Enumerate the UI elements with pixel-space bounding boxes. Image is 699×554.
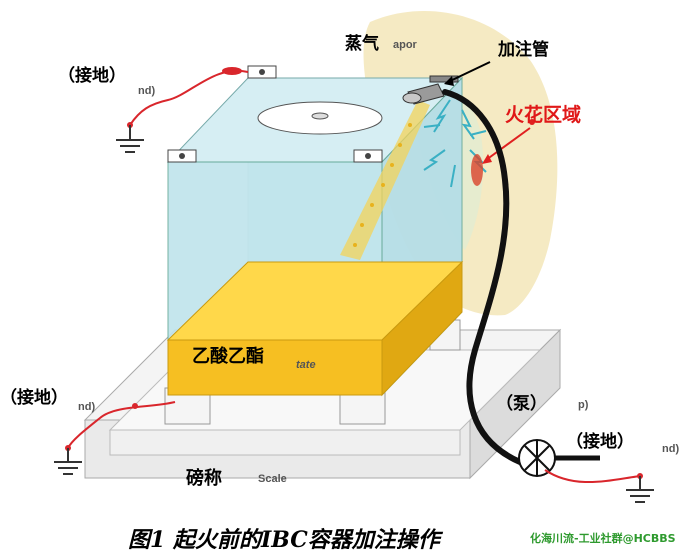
watermark: 化海川流-工业社群@HCBBS bbox=[530, 532, 676, 545]
liquid-side bbox=[381, 260, 463, 397]
label-scale: 磅称 bbox=[186, 468, 222, 489]
lug-hole bbox=[365, 153, 371, 159]
label-ground-top-left: （接地） bbox=[58, 66, 126, 86]
tank-cap bbox=[311, 112, 329, 120]
label-ground-right: （接地） bbox=[566, 432, 634, 452]
label-ground-left-ghost: nd) bbox=[78, 401, 96, 413]
ground-wire-left bbox=[67, 401, 176, 449]
lug-hole bbox=[179, 153, 185, 159]
label-spark-zone: 火花区域 bbox=[505, 104, 582, 126]
ground-symbol-icon bbox=[54, 448, 82, 475]
spark-arrow-dot bbox=[529, 119, 535, 125]
label-ground-left: （接地） bbox=[0, 388, 68, 408]
label-steam: 蒸气 bbox=[345, 34, 379, 54]
arrow-head-red bbox=[482, 154, 492, 164]
label-fill-pipe: 加注管 bbox=[498, 40, 549, 60]
ground-symbol-icon bbox=[116, 125, 144, 153]
arrow-head bbox=[444, 76, 454, 86]
pump-icon bbox=[518, 439, 556, 477]
label-ground-right-ghost: nd) bbox=[662, 443, 680, 455]
lug-hole bbox=[259, 69, 265, 75]
label-scale-ghost: Scale bbox=[258, 473, 287, 485]
ground-wire-right bbox=[544, 469, 641, 484]
ground-clamp-end bbox=[132, 403, 138, 409]
label-ground-top-left-ghost: nd) bbox=[138, 85, 156, 97]
hose bbox=[442, 89, 523, 465]
label-liquid: 乙酸乙酯 bbox=[192, 346, 264, 367]
spark-arrow bbox=[485, 127, 531, 161]
figure-caption: 图1 起火前的IBC容器加注操作 bbox=[128, 527, 440, 553]
label-liquid-ghost: tate bbox=[296, 359, 316, 371]
label-vapor-ghost: apor bbox=[393, 39, 417, 51]
liquid-stream bbox=[340, 100, 430, 260]
ground-symbol-icon bbox=[626, 476, 654, 503]
fill-pipe-arrow bbox=[447, 61, 491, 83]
scale-pallet-front bbox=[109, 429, 461, 456]
label-pump: （泵） bbox=[496, 394, 547, 414]
label-pump-ghost: p) bbox=[578, 399, 589, 411]
nozzle-icon bbox=[402, 75, 459, 105]
ground-clamp bbox=[222, 67, 242, 75]
stream-dots bbox=[353, 123, 412, 247]
spark-marker bbox=[471, 154, 483, 186]
